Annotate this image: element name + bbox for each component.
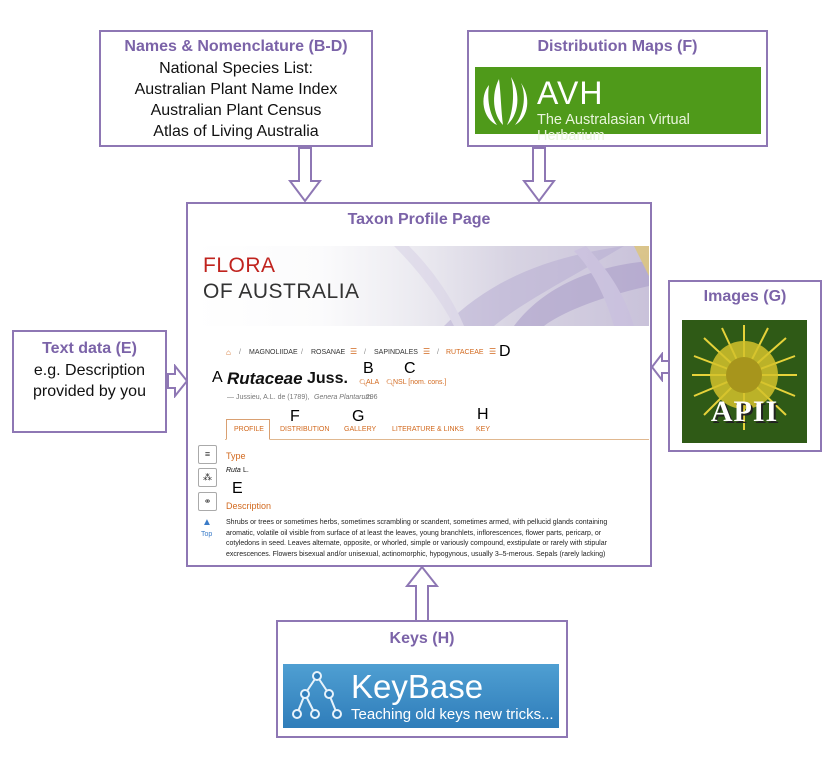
search-icon: 🔍︎ — [386, 380, 395, 387]
search-icon: 🔍︎ — [359, 380, 368, 387]
images-box-title: Images (G) — [703, 288, 787, 305]
maps-box-title: Distribution Maps (F) — [537, 38, 698, 55]
type-heading: Type — [226, 451, 246, 461]
apii-logo-text: APII — [710, 395, 779, 428]
names-line-3: Australian Plant Census — [150, 102, 322, 119]
breadcrumb-separator: / — [364, 349, 366, 356]
avh-leaf-icon — [483, 77, 528, 125]
arrow-names-to-profile — [288, 147, 322, 203]
home-icon[interactable]: ⌂ — [226, 348, 231, 357]
breadcrumb-rosanae[interactable]: ROSANAE — [311, 349, 346, 356]
tabs-divider — [225, 439, 649, 440]
flora-banner-line2: OF AUSTRALIA — [203, 280, 360, 303]
keybase-logo-subtitle: Teaching old keys new tricks... — [351, 706, 554, 723]
avh-logo-subtitle: The Australasian Virtual Herbarium — [537, 112, 690, 144]
breadcrumb-separator: / — [301, 349, 303, 356]
arrow-text-to-profile — [167, 364, 189, 398]
keys-box-title: Keys (H) — [389, 630, 455, 647]
text-data-box: Text data (E) e.g. Description provided … — [12, 330, 167, 433]
description-line: cotyledons in seed. Leaves alternate, op… — [226, 540, 607, 547]
label-d: D — [499, 343, 511, 360]
flower-photo — [394, 246, 649, 326]
names-line-4: Atlas of Living Australia — [153, 123, 319, 140]
taxon-box-title: Taxon Profile Page — [347, 211, 491, 228]
top-arrow-icon[interactable]: ▲ — [202, 517, 212, 528]
breadcrumb-sapindales[interactable]: SAPINDALES — [374, 349, 418, 356]
description-heading: Description — [226, 501, 272, 511]
label-h: H — [477, 406, 489, 423]
description-line: aromatic, volatile oil visible from surf… — [226, 529, 602, 537]
list-icon[interactable]: ☰ — [423, 347, 431, 356]
label-f: F — [290, 408, 300, 425]
apii-flower-icon — [682, 320, 807, 443]
breadcrumb-rutaceae[interactable]: RUTACEAE — [446, 349, 484, 356]
list-icon[interactable]: ☰ — [489, 347, 497, 356]
description-text: Shrubs or trees or sometimes herbs, some… — [226, 518, 648, 560]
text-box-title: Text data (E) — [42, 340, 137, 357]
label-a: A — [212, 369, 223, 386]
ala-link[interactable]: ALA — [366, 379, 380, 386]
tab-distribution[interactable]: DISTRIBUTION — [280, 426, 330, 433]
binoculars-button[interactable]: ⚭ — [198, 492, 217, 511]
flora-banner-line1: FLORA — [203, 254, 276, 277]
avh-logo-name: AVH — [537, 75, 604, 111]
label-e: E — [232, 480, 243, 497]
list-icon[interactable]: ☰ — [350, 347, 358, 356]
description-line: excrescences. Flowers bisexual and/or un… — [226, 550, 606, 558]
names-nomenclature-box: Names & Nomenclature (B-D) National Spec… — [99, 30, 373, 147]
breadcrumb-magnoliidae[interactable]: MAGNOLIIDAE — [249, 349, 298, 356]
taxon-author: Juss. — [307, 370, 348, 387]
nsl-link[interactable]: NSL [nom. cons.] — [393, 379, 447, 386]
text-line-2: provided by you — [33, 383, 146, 400]
breadcrumb-separator: / — [437, 349, 439, 356]
text-line-1: e.g. Description — [33, 362, 146, 379]
label-c: C — [404, 360, 416, 377]
keybase-logo: KeyBase Teaching old keys new tricks... — [283, 664, 559, 728]
reference-page: : 296 — [362, 394, 378, 401]
arrow-maps-to-profile — [522, 147, 556, 203]
keybase-logo-name: KeyBase — [351, 668, 484, 705]
names-line-2: Australian Plant Name Index — [134, 81, 338, 98]
top-link[interactable]: Top — [201, 531, 213, 538]
tab-literature-links[interactable]: LITERATURE & LINKS — [392, 426, 464, 433]
reference-work: Genera Plantarum — [314, 394, 372, 401]
arrow-keys-to-profile — [404, 566, 440, 622]
apii-logo: APII — [682, 320, 807, 443]
tab-profile[interactable]: PROFILE — [234, 426, 264, 433]
tab-key[interactable]: KEY — [476, 426, 491, 433]
keybase-tree-icon — [292, 671, 342, 719]
arrow-images-to-profile — [650, 352, 670, 382]
avh-logo: AVH The Australasian Virtual Herbarium — [475, 67, 761, 144]
taxon-name: Rutaceae — [227, 369, 303, 388]
hierarchy-button[interactable]: ⁂ — [198, 468, 217, 487]
names-line-1: National Species List: — [159, 60, 313, 77]
menu-button[interactable]: ≡ — [198, 445, 217, 464]
type-author: L. — [243, 467, 249, 474]
names-box-title: Names & Nomenclature (B-D) — [124, 38, 348, 55]
type-genus: Ruta — [226, 467, 241, 474]
breadcrumb-separator: / — [239, 349, 241, 356]
label-g: G — [352, 408, 365, 425]
reference-author: — Jussieu, A.L. de (1789), — [227, 394, 310, 401]
description-line: Shrubs or trees or sometimes herbs, some… — [226, 519, 608, 526]
tab-profile-frame — [226, 419, 270, 440]
label-b: B — [363, 360, 374, 377]
tab-gallery[interactable]: GALLERY — [344, 426, 377, 433]
flora-banner: FLORA OF AUSTRALIA — [194, 246, 649, 326]
